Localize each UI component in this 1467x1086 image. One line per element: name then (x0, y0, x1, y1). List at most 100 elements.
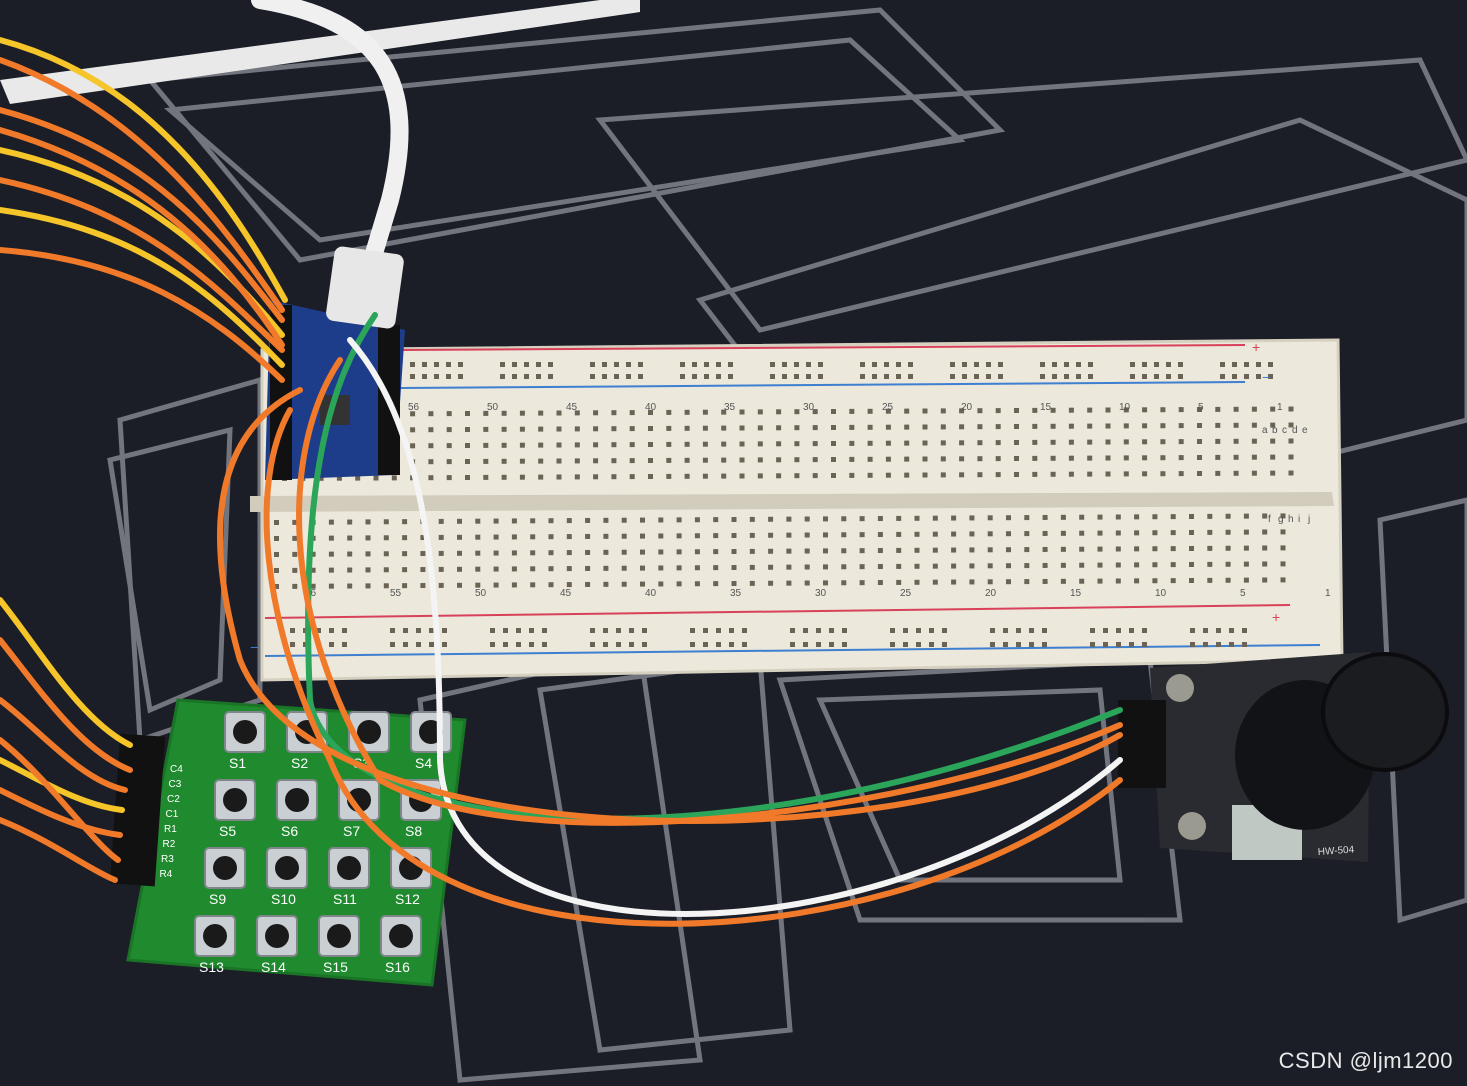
hole (666, 425, 672, 431)
rail-hole (524, 362, 529, 367)
hole (640, 533, 645, 539)
hole (959, 472, 965, 478)
hole (538, 458, 544, 464)
hole (1068, 423, 1074, 429)
hole (457, 582, 462, 588)
hole (658, 517, 664, 523)
hole (721, 425, 727, 431)
hole (483, 442, 489, 448)
hole (1014, 424, 1019, 429)
hole (538, 474, 544, 480)
hole (749, 548, 755, 554)
hole (383, 519, 389, 525)
hole (1160, 471, 1166, 477)
bb-top-number: 1 (1277, 402, 1283, 413)
hole (274, 536, 279, 541)
hole (1079, 562, 1085, 568)
hole (831, 457, 836, 462)
rail-hole (1090, 628, 1095, 633)
hole (676, 581, 682, 587)
rail-hole (603, 628, 608, 633)
hole (1105, 439, 1111, 445)
rail-hole (1088, 374, 1093, 379)
hole (428, 443, 434, 449)
hole (951, 515, 957, 521)
hole (483, 410, 489, 416)
bb-top-number: 56 (408, 402, 420, 413)
hole (922, 456, 928, 462)
rail-hole (342, 628, 347, 633)
hole (731, 549, 737, 554)
hole (776, 409, 782, 415)
rail-hole (829, 642, 834, 647)
rail-hole (1229, 642, 1234, 647)
hole (1288, 422, 1294, 428)
hole (1142, 439, 1148, 445)
rail-hole (616, 642, 621, 647)
hole (1207, 545, 1213, 551)
hole (831, 409, 836, 414)
hole (922, 408, 928, 414)
hole (1170, 530, 1176, 536)
hole (684, 409, 690, 415)
hole (885, 456, 891, 462)
hole (1225, 561, 1231, 567)
rail-hole (429, 628, 434, 633)
hole (757, 409, 763, 415)
rail-hole (416, 628, 421, 633)
rail-hole (1268, 362, 1273, 367)
rail-hole (1116, 628, 1121, 633)
keypad-key-label: S7 (343, 823, 360, 839)
hole (1024, 515, 1030, 521)
hole (776, 457, 782, 463)
rail-hole (690, 642, 695, 647)
hole (904, 424, 910, 430)
rail-hole (1142, 374, 1147, 379)
hole (987, 563, 993, 569)
hole (1060, 546, 1066, 552)
rail-hole (1103, 628, 1108, 633)
hole (1042, 530, 1048, 536)
hole (603, 533, 609, 539)
hole (640, 549, 645, 555)
rail-hole (728, 374, 733, 379)
keypad-key-button (275, 856, 299, 880)
hole (511, 550, 517, 556)
hole (684, 457, 690, 463)
hole (904, 456, 910, 462)
hole (1042, 514, 1048, 520)
hole (867, 408, 873, 414)
hole (867, 424, 873, 430)
hole (786, 516, 792, 522)
hole (749, 532, 755, 538)
hole (1189, 546, 1194, 551)
hole (713, 533, 719, 539)
rail-hole (1190, 642, 1195, 647)
hole (428, 411, 434, 417)
hole (859, 580, 865, 586)
hole (684, 473, 690, 479)
hole (1115, 578, 1121, 584)
hole (786, 532, 792, 538)
rail-hole (1232, 374, 1237, 379)
hole (1105, 423, 1111, 429)
rail-hole (429, 642, 434, 647)
hole (768, 548, 774, 554)
hole (823, 580, 828, 586)
keypad-key-button (357, 720, 381, 744)
hole (556, 426, 562, 432)
hole (904, 472, 910, 478)
hole (1123, 423, 1129, 429)
bb-bottom-number: 50 (475, 588, 487, 599)
hole (383, 551, 389, 557)
hole (1262, 545, 1268, 551)
rail-hole (626, 374, 631, 379)
hole (849, 424, 855, 430)
rail-hole (884, 374, 889, 379)
rail-hole (500, 362, 505, 367)
hole (603, 549, 609, 555)
hole (292, 567, 298, 573)
rail-hole (890, 642, 895, 647)
hole (940, 472, 946, 478)
hole (347, 535, 353, 541)
